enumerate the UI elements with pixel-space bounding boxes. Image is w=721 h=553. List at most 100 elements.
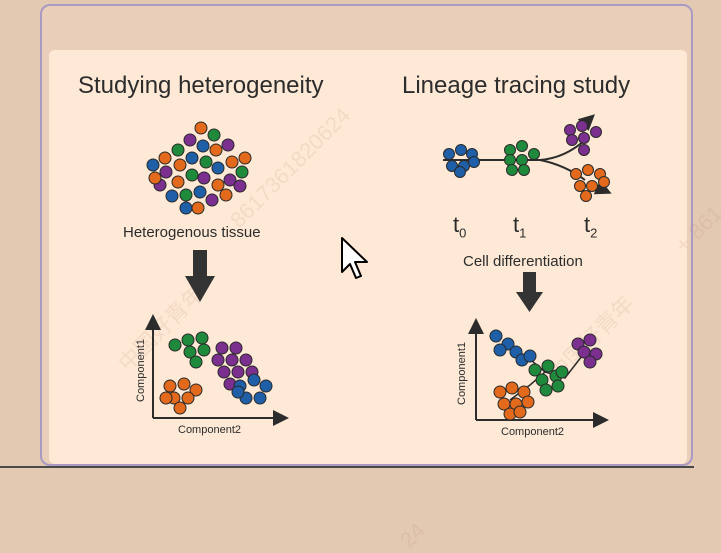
traj-green-cell — [528, 363, 542, 377]
cluster-orange-cell — [177, 377, 191, 391]
cluster-orange-cell — [181, 391, 195, 405]
cluster-blue-cell — [247, 373, 261, 387]
t2-purple-cell — [578, 144, 590, 156]
t0-cell — [443, 148, 455, 160]
traj-orange-cell — [493, 385, 507, 399]
left-down-arrow — [185, 250, 215, 302]
right-down-arrow — [516, 272, 543, 312]
time-label-t2: t2 — [584, 212, 598, 241]
t0-cell — [468, 156, 480, 168]
tissue-cell — [238, 151, 252, 165]
tissue-cell — [233, 179, 247, 193]
tissue-cell — [223, 173, 237, 187]
t0-cell — [455, 144, 467, 156]
tissue-cell — [199, 155, 213, 169]
traj-blue-cell — [489, 329, 503, 343]
tissue-cell — [179, 201, 193, 215]
traj-green-cell — [541, 359, 555, 373]
cluster-green-cell — [181, 333, 195, 347]
tissue-cell — [207, 128, 221, 142]
t2-orange-cell — [598, 176, 610, 188]
tissue-cell — [146, 158, 160, 172]
tissue-cell — [173, 158, 187, 172]
cell-differentiation-label: Cell differentiation — [463, 253, 583, 270]
tissue-cell — [211, 161, 225, 175]
tissue-cell — [179, 188, 193, 202]
tissue-cell — [183, 133, 197, 147]
traj-orange-cell — [513, 405, 527, 419]
t2-orange-cell — [574, 180, 586, 192]
tissue-cell — [191, 201, 205, 215]
t0-cell — [446, 160, 458, 172]
cluster-blue-cell — [253, 391, 267, 405]
tissue-cell — [194, 121, 208, 135]
cluster-blue-cell — [259, 379, 273, 393]
time-label-t0: t0 — [453, 212, 467, 241]
tissue-cell — [219, 188, 233, 202]
cluster-green-cell — [195, 331, 209, 345]
traj-purple-cell — [583, 333, 597, 347]
tissue-cell — [148, 171, 162, 185]
cluster-purple-cell — [215, 341, 229, 355]
cluster-purple-cell — [229, 341, 243, 355]
t1-cell — [504, 154, 516, 166]
traj-green-cell — [555, 365, 569, 379]
left-x-axis-label: Component2 — [178, 424, 241, 436]
tissue-cell — [205, 193, 219, 207]
cluster-green-cell — [197, 343, 211, 357]
cluster-green-cell — [183, 345, 197, 359]
tissue-cell — [158, 151, 172, 165]
cluster-purple-cell — [239, 353, 253, 367]
mouse-cursor-icon — [341, 237, 368, 279]
diagram-canvas — [145, 114, 612, 428]
cluster-purple-cell — [217, 365, 231, 379]
cluster-orange-cell — [159, 391, 173, 405]
traj-green-cell — [551, 379, 565, 393]
tissue-cell — [235, 165, 249, 179]
t1-cell — [516, 140, 528, 152]
t2-purple-cell — [564, 124, 576, 136]
divider-line — [0, 466, 694, 468]
heterogenous-tissue-label: Heterogenous tissue — [123, 224, 261, 241]
right-x-axis-label: Component2 — [501, 426, 564, 438]
t2-purple-cell — [576, 120, 588, 132]
t2-orange-cell — [586, 180, 598, 192]
tissue-cell — [193, 185, 207, 199]
cluster-purple-cell — [211, 353, 225, 367]
tissue-cell — [171, 143, 185, 157]
tissue-cell — [225, 155, 239, 169]
cluster-orange-cell — [189, 383, 203, 397]
tissue-cell — [209, 143, 223, 157]
tissue-cell — [171, 175, 185, 189]
tissue-cell — [185, 168, 199, 182]
cell-groups — [146, 120, 610, 421]
t2-orange-cell — [580, 190, 592, 202]
t2-purple-cell — [590, 126, 602, 138]
tissue-cell — [196, 139, 210, 153]
traj-orange-cell — [505, 381, 519, 395]
right-panel-title: Lineage tracing study — [402, 72, 631, 99]
right-axes — [468, 318, 609, 428]
t1-cell — [506, 164, 518, 176]
t0-cell — [454, 166, 466, 178]
cluster-green-cell — [168, 338, 182, 352]
t1-cell — [504, 144, 516, 156]
cluster-blue-cell — [231, 385, 245, 399]
cluster-purple-cell — [231, 365, 245, 379]
traj-blue-cell — [493, 343, 507, 357]
t1-cell — [516, 154, 528, 166]
tissue-cell — [221, 138, 235, 152]
left-axes — [145, 314, 289, 426]
t2-orange-cell — [582, 164, 594, 176]
tissue-cell — [159, 165, 173, 179]
traj-purple-cell — [583, 355, 597, 369]
traj-blue-cell — [523, 349, 537, 363]
cluster-green-cell — [189, 355, 203, 369]
t1-cell — [528, 148, 540, 160]
time-label-t1: t1 — [513, 212, 527, 241]
t2-orange-cell — [570, 168, 582, 180]
tissue-cell — [185, 151, 199, 165]
tissue-cell — [165, 189, 179, 203]
cluster-purple-cell — [225, 353, 239, 367]
cluster-orange-cell — [173, 401, 187, 415]
